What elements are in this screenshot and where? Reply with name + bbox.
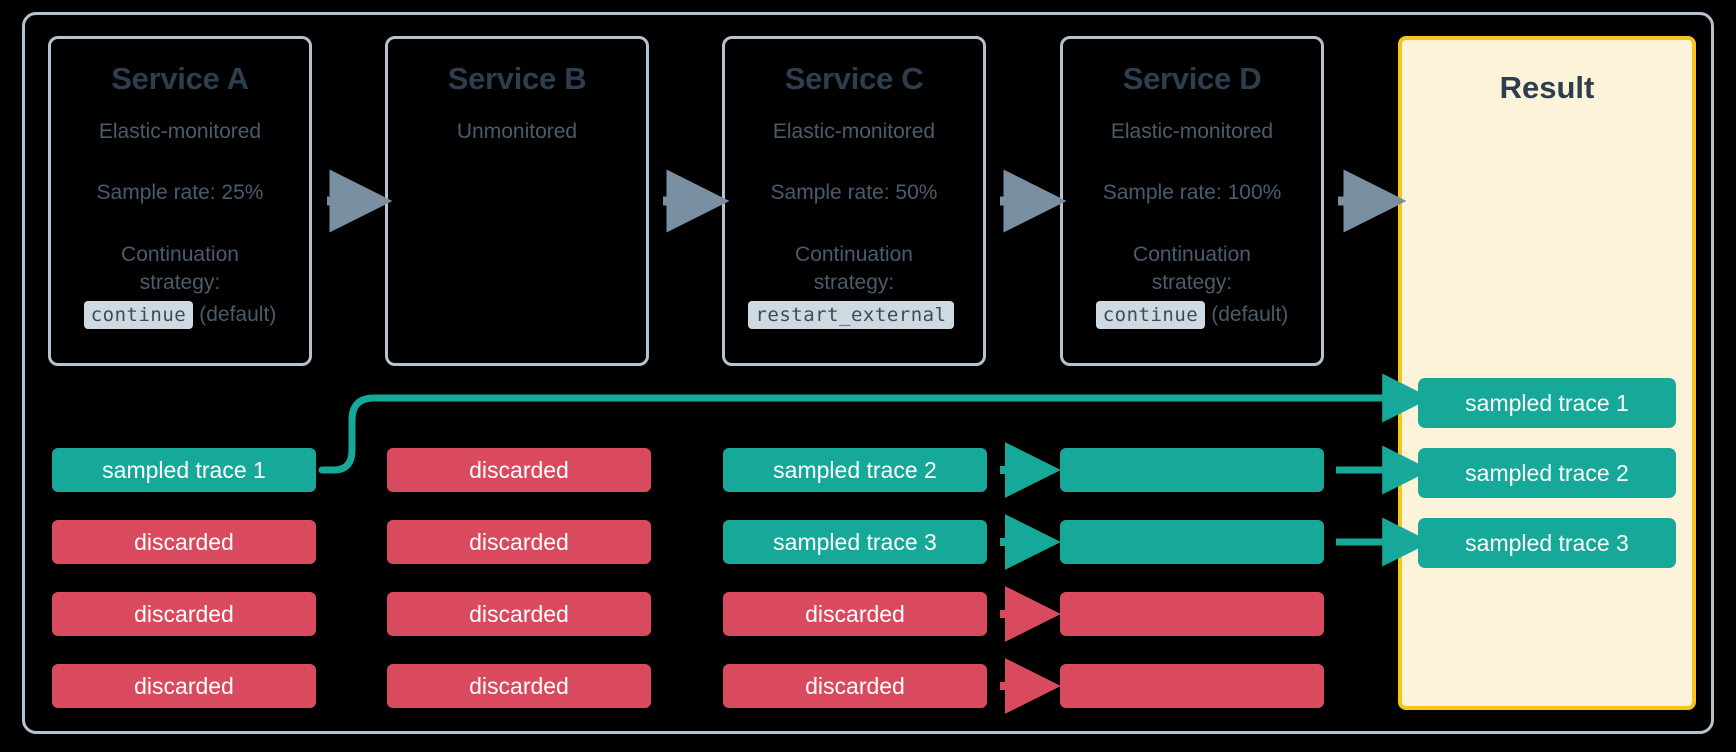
service-d-title: Service D xyxy=(1122,61,1262,96)
trace-bar-c-2: sampled trace 3 xyxy=(723,520,987,564)
trace-bar-b-1: discarded xyxy=(387,448,651,492)
service-a-strategy-code: continue xyxy=(83,300,194,329)
service-a-strategy-note: (default) xyxy=(199,302,277,326)
service-a-strategy-label-l1: Continuation xyxy=(121,243,239,267)
service-d-sample-rate: Sample rate: 100% xyxy=(1102,180,1282,204)
service-a-strategy-value-row: continue(default) xyxy=(61,300,299,329)
trace-bar-c-3: discarded xyxy=(723,592,987,636)
service-a-monitoring: Elastic-monitored xyxy=(98,119,262,143)
service-d-strategy-code: continue xyxy=(1095,300,1206,329)
result-bar-1: sampled trace 1 xyxy=(1418,378,1676,428)
service-a-sample-rate: Sample rate: 25% xyxy=(96,180,264,204)
trace-bar-d-4 xyxy=(1060,664,1324,708)
trace-bar-a-2: discarded xyxy=(52,520,316,564)
service-d-strategy-label: Continuation strategy: xyxy=(1073,241,1311,297)
trace-bar-d-3 xyxy=(1060,592,1324,636)
trace-bar-b-1-label: discarded xyxy=(469,456,569,483)
service-b-monitoring: Unmonitored xyxy=(456,119,578,143)
result-title: Result xyxy=(1499,70,1595,105)
service-a-title: Service A xyxy=(111,61,249,96)
service-d-strategy-label-l2: strategy: xyxy=(1151,270,1233,294)
result-bar-2-label: sampled trace 2 xyxy=(1465,459,1629,486)
service-c-title: Service C xyxy=(784,61,924,96)
service-c-strategy-label-l2: strategy: xyxy=(813,270,895,294)
trace-bar-a-3-label: discarded xyxy=(134,600,234,627)
trace-bar-b-3-label: discarded xyxy=(469,600,569,627)
service-a-strategy-label-l2: strategy: xyxy=(139,270,221,294)
trace-bar-a-1: sampled trace 1 xyxy=(52,448,316,492)
outer-frame xyxy=(22,12,1714,734)
trace-bar-a-3: discarded xyxy=(52,592,316,636)
service-box-c: Service C Elastic-monitored Sample rate:… xyxy=(722,36,986,366)
service-box-b: Service B Unmonitored xyxy=(385,36,649,366)
service-c-strategy-label: Continuation strategy: xyxy=(735,241,973,297)
service-c-sample-rate: Sample rate: 50% xyxy=(770,180,938,204)
trace-bar-c-1-label: sampled trace 2 xyxy=(773,456,937,483)
trace-bar-a-1-label: sampled trace 1 xyxy=(102,456,266,483)
result-bar-2: sampled trace 2 xyxy=(1418,448,1676,498)
service-a-strategy-label: Continuation strategy: xyxy=(61,241,299,297)
trace-bar-b-2: discarded xyxy=(387,520,651,564)
trace-bar-c-1: sampled trace 2 xyxy=(723,448,987,492)
service-d-strategy-value-row: continue(default) xyxy=(1073,300,1311,329)
trace-bar-d-1 xyxy=(1060,448,1324,492)
trace-bar-b-3: discarded xyxy=(387,592,651,636)
service-box-a: Service A Elastic-monitored Sample rate:… xyxy=(48,36,312,366)
trace-bar-c-3-label: discarded xyxy=(805,600,905,627)
result-bar-1-label: sampled trace 1 xyxy=(1465,389,1629,416)
service-c-strategy-code: restart_external xyxy=(748,300,954,329)
trace-bar-b-2-label: discarded xyxy=(469,528,569,555)
result-panel: Result xyxy=(1398,36,1696,710)
service-b-title: Service B xyxy=(447,61,587,96)
service-d-strategy-note: (default) xyxy=(1211,302,1289,326)
trace-bar-a-4: discarded xyxy=(52,664,316,708)
service-c-monitoring: Elastic-monitored xyxy=(772,119,936,143)
trace-bar-c-4-label: discarded xyxy=(805,672,905,699)
trace-bar-d-2 xyxy=(1060,520,1324,564)
result-bar-3-label: sampled trace 3 xyxy=(1465,529,1629,556)
service-box-d: Service D Elastic-monitored Sample rate:… xyxy=(1060,36,1324,366)
service-d-strategy-label-l1: Continuation xyxy=(1133,243,1251,267)
service-c-strategy-value-row: restart_external xyxy=(735,300,973,329)
trace-bar-b-4: discarded xyxy=(387,664,651,708)
service-d-monitoring: Elastic-monitored xyxy=(1110,119,1274,143)
trace-bar-c-4: discarded xyxy=(723,664,987,708)
trace-bar-a-4-label: discarded xyxy=(134,672,234,699)
trace-bar-c-2-label: sampled trace 3 xyxy=(773,528,937,555)
result-bar-3: sampled trace 3 xyxy=(1418,518,1676,568)
trace-bar-a-2-label: discarded xyxy=(134,528,234,555)
service-c-strategy-label-l1: Continuation xyxy=(795,243,913,267)
trace-bar-b-4-label: discarded xyxy=(469,672,569,699)
